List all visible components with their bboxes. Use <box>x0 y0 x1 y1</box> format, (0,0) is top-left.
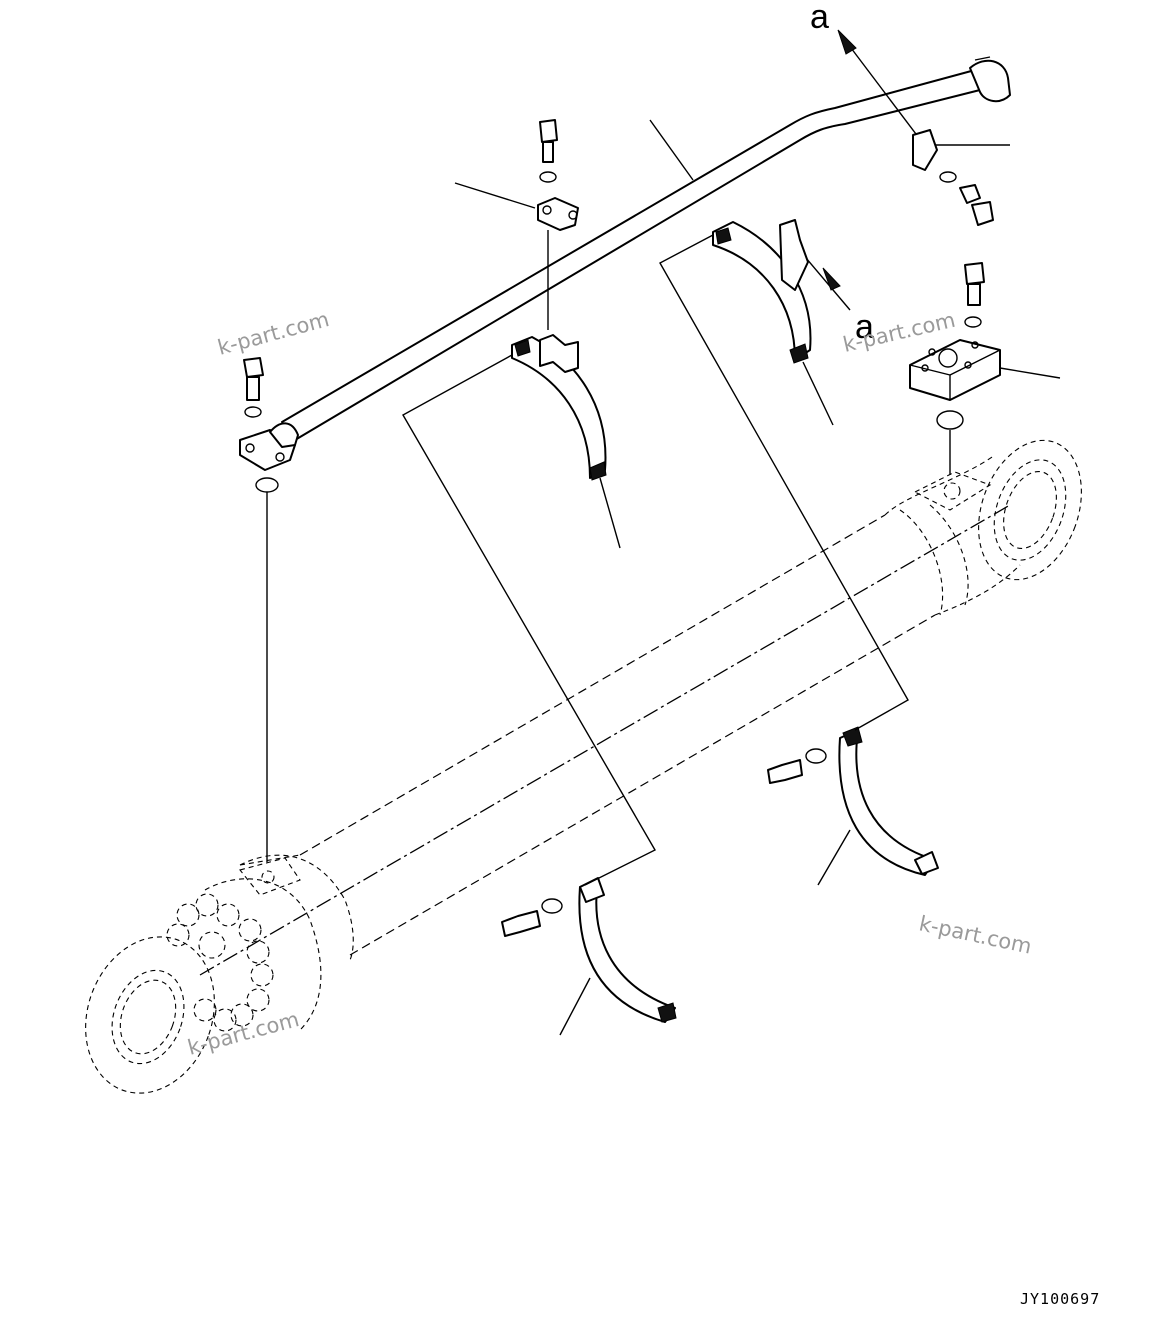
hydraulic-cylinder <box>85 439 1082 1094</box>
port-block <box>909 262 1061 475</box>
drawing-code: JY100697 <box>1020 1290 1100 1308</box>
band-clamp-lower-right <box>767 726 939 886</box>
hydraulic-pipe <box>239 56 1011 471</box>
view-arrow-top: a <box>810 0 923 143</box>
watermark-3: k-part.com <box>917 911 1034 958</box>
view-label-mid: a <box>855 308 874 346</box>
reference-lines <box>402 119 909 886</box>
bolt-upper-left <box>539 119 558 183</box>
band-clamp-upper-right <box>712 219 834 426</box>
watermark-4: k-part.com <box>185 1007 302 1060</box>
bolt-left <box>243 357 279 862</box>
upper-clamp-left <box>454 182 579 330</box>
watermark-1: k-part.com <box>215 307 332 360</box>
view-label-top: a <box>810 0 829 36</box>
band-clamp-lower-left <box>501 877 677 1036</box>
watermarks: k-part.com k-part.com k-part.com k-part.… <box>185 307 1034 1060</box>
view-arrow-mid: a <box>794 244 874 346</box>
upper-clamp-right <box>912 129 1010 226</box>
band-clamp-upper-middle <box>511 334 621 549</box>
